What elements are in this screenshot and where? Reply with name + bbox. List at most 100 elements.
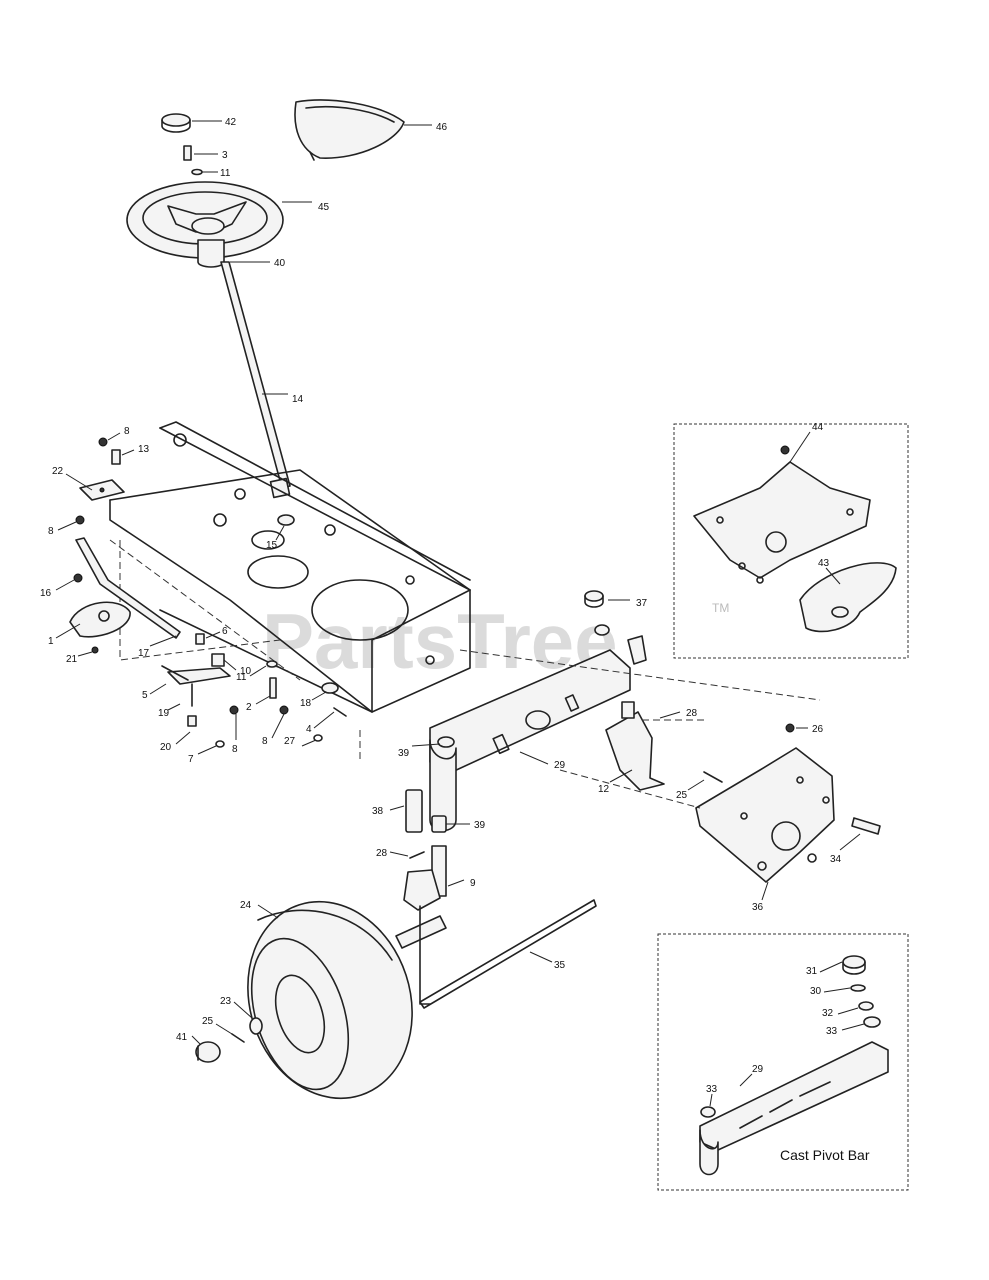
gear-plate-22 (79, 479, 125, 501)
washer-7 (215, 740, 225, 748)
callout-33-b: 33 (706, 1084, 718, 1095)
callout-16: 16 (40, 588, 52, 599)
bolt-2 (269, 677, 277, 699)
pivot-bar-29 (429, 649, 631, 832)
bolt-13 (111, 449, 121, 465)
chassis-frame (109, 421, 471, 760)
callout-1: 1 (48, 636, 54, 647)
steering-wheel-45 (126, 181, 284, 259)
callout-12: 12 (598, 784, 610, 795)
sector-gear-1 (69, 601, 131, 638)
callout-17: 17 (138, 648, 150, 659)
washer-30 (850, 984, 866, 992)
callout-20: 20 (160, 742, 172, 753)
callout-9: 9 (470, 878, 476, 889)
callout-3: 3 (222, 150, 228, 161)
bushing-33-a (863, 1016, 881, 1028)
callout-6: 6 (222, 626, 228, 637)
axle-mount-36 (695, 747, 835, 883)
callout-21: 21 (66, 654, 78, 665)
dash-lines-bar (459, 649, 821, 809)
inset-bracket (673, 423, 909, 659)
callout-18: 18 (300, 698, 312, 709)
callout-33-a: 33 (826, 1026, 838, 1037)
callout-23: 23 (220, 996, 232, 1007)
pin-25-a (703, 771, 723, 783)
watermark-text: PartsTree (262, 597, 618, 685)
pin-4 (333, 707, 347, 717)
leader-lines (55, 120, 865, 1107)
callout-26: 26 (812, 724, 824, 735)
drag-link-17 (75, 537, 181, 639)
cap-31 (842, 955, 866, 975)
pin-28-b (409, 851, 425, 859)
callout-11-b: 11 (236, 672, 247, 683)
cast-pivot-bar-29 (699, 1041, 889, 1176)
callout-8-c: 8 (232, 744, 238, 755)
callout-27: 27 (284, 736, 296, 747)
bushing-21 (91, 646, 99, 654)
steering-cap-42 (161, 113, 191, 133)
callout-25-a: 25 (676, 790, 688, 801)
callout-36: 36 (752, 902, 764, 913)
washer-27 (313, 734, 323, 742)
nut-26 (785, 723, 795, 733)
wheel-24 (247, 900, 413, 1100)
washer-23 (249, 1017, 263, 1035)
washer-11-b (266, 660, 278, 668)
nut-16 (73, 573, 83, 583)
callout-8-b: 8 (48, 526, 54, 537)
nut-8-d (279, 705, 289, 715)
callout-29: 29 (554, 760, 566, 771)
bolt-34 (851, 817, 881, 835)
pin-38 (405, 789, 423, 833)
callout-8-d: 8 (262, 736, 268, 747)
steering-wheel-cover-46 (294, 99, 405, 161)
callout-22: 22 (52, 466, 64, 477)
callout-43: 43 (818, 558, 830, 569)
watermark: PartsTree TM (262, 597, 729, 685)
callout-28-b: 28 (376, 848, 388, 859)
callout-31: 31 (806, 966, 818, 977)
hub-cap-41 (195, 1041, 221, 1063)
callout-30: 30 (810, 986, 822, 997)
callout-25-b: 25 (202, 1016, 214, 1027)
callout-32: 32 (822, 1008, 834, 1019)
bushing-right (594, 624, 647, 665)
callout-42: 42 (225, 117, 237, 128)
callout-11-top: 11 (220, 168, 231, 179)
screw-3 (183, 145, 192, 161)
pin-25-b (231, 1033, 245, 1043)
washer-11-top (191, 168, 203, 176)
callout-39-b: 39 (474, 820, 486, 831)
callout-46: 46 (436, 122, 448, 133)
callout-29-b: 29 (752, 1064, 764, 1075)
bracket-44 (693, 461, 871, 584)
bushing-39-a (437, 736, 455, 748)
callout-8-a: 8 (124, 426, 130, 437)
steering-shaft-14 (220, 261, 291, 499)
callout-45: 45 (318, 202, 330, 213)
callout-19: 19 (158, 708, 170, 719)
callout-14: 14 (292, 394, 304, 405)
callout-7: 7 (188, 754, 194, 765)
bolt-5 (161, 665, 189, 681)
washer-32 (858, 1001, 874, 1011)
steering-adapter-40 (197, 239, 225, 268)
spindle-9 (395, 845, 447, 949)
inset-cast-pivot-bar: Cast Pivot Bar (657, 933, 909, 1191)
nut-8-b (75, 515, 85, 525)
callout-28-a: 28 (686, 708, 698, 719)
watermark-trademark: TM (712, 601, 729, 615)
callout-40: 40 (274, 258, 286, 269)
callout-41: 41 (176, 1032, 188, 1043)
callout-38: 38 (372, 806, 384, 817)
bushing-39-b (431, 815, 447, 833)
callout-10: 10 (240, 666, 252, 677)
nut-8-c (229, 705, 239, 715)
bushing-33-b (700, 1106, 716, 1118)
gear-15 (277, 514, 295, 526)
callout-13: 13 (138, 444, 150, 455)
callout-37: 37 (636, 598, 648, 609)
inset-caption: Cast Pivot Bar (780, 1147, 870, 1163)
